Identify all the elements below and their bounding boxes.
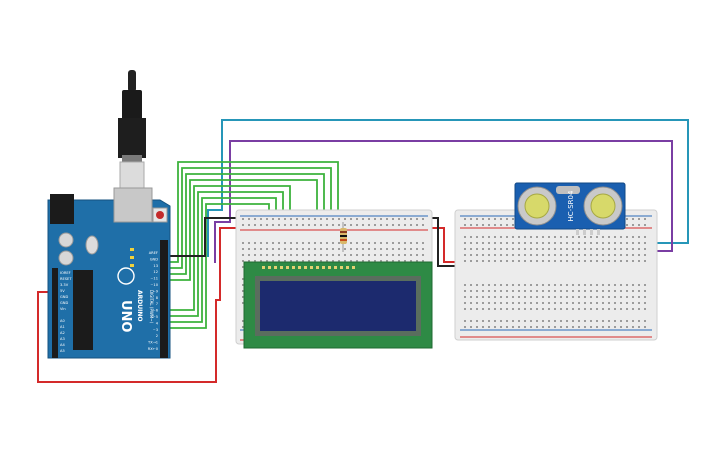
- pin-label: RESET: [60, 277, 72, 281]
- resistor[interactable]: [340, 222, 347, 252]
- lcd-pin: [328, 266, 331, 269]
- usb-cable: [118, 70, 146, 189]
- lcd-pin: [340, 266, 343, 269]
- pin-label: ~9: [153, 289, 159, 293]
- pin-label: AREF: [149, 251, 158, 255]
- pin-label: GND: [60, 295, 68, 299]
- lcd-pin: [316, 266, 319, 269]
- pin-label: A0: [60, 319, 65, 323]
- pin-label: TX→1: [147, 341, 158, 345]
- pin-label: Vin: [60, 307, 66, 311]
- lcd-display[interactable]: [243, 261, 433, 349]
- sensor-transducer-right: [583, 186, 623, 226]
- lcd-pin: [268, 266, 271, 269]
- digital-header: [160, 240, 168, 358]
- lcd-pin: [298, 266, 301, 269]
- pin-label: 13: [153, 264, 158, 268]
- lcd-pin: [352, 266, 355, 269]
- arduino-pin-labels: AREF GND 13 12 ~11 ~10 ~9 8 7 ~6 ~5 4 ~3 2TX→1RX←0: [147, 251, 159, 351]
- arduino-model: UNO: [118, 300, 133, 333]
- red-5v-wire[interactable]: [37, 227, 248, 383]
- lcd-pin: [310, 266, 313, 269]
- pin-label: 7: [156, 302, 158, 306]
- sensor-transducer-left: [517, 186, 557, 226]
- black-gnd-wire[interactable]: [170, 217, 248, 257]
- pin-label: 5V: [60, 289, 65, 293]
- sensor-pins: [576, 229, 600, 235]
- lcd-pins: [262, 266, 355, 269]
- arduino-logo: [117, 267, 135, 285]
- pin-label: 4: [156, 321, 159, 325]
- pin-label: 3.3V: [60, 283, 69, 287]
- pin-label: GND: [60, 301, 68, 305]
- lcd-pin: [292, 266, 295, 269]
- lcd-pin: [262, 266, 265, 269]
- pin-label: A2: [60, 331, 65, 335]
- lcd-pin: [280, 266, 283, 269]
- arduino-power-labels: IOREF RESET 3.3V 5V GND GND Vin: [60, 271, 72, 311]
- pin-label: IOREF: [60, 271, 71, 275]
- lcd-pin: [274, 266, 277, 269]
- pin-label: 8: [156, 296, 159, 300]
- pin-label: ~6: [153, 309, 159, 313]
- lcd-pin: [322, 266, 325, 269]
- lcd-pin: [346, 266, 349, 269]
- pin-label: 2: [156, 334, 158, 338]
- lcd-pin: [286, 266, 289, 269]
- pin-label: ~11: [150, 277, 158, 281]
- pin-label: RX←0: [148, 347, 159, 351]
- atmega-chip: [73, 270, 93, 350]
- pin-label: GND: [150, 257, 158, 261]
- arduino-uno[interactable]: ARDUINO UNO DIGITAL (PWM~) AREF GND 13 12 ~1…: [47, 187, 171, 359]
- pin-label: A1: [60, 325, 65, 329]
- pin-label: ~10: [150, 283, 158, 287]
- pin-label: A4: [60, 343, 65, 347]
- arduino-brand: ARDUINO: [136, 290, 143, 321]
- arduino-leds: [130, 248, 134, 267]
- ultrasonic-sensor[interactable]: HC-SR04: [514, 182, 626, 235]
- arduino-digital-label: DIGITAL (PWM~): [149, 290, 154, 324]
- lcd-pin: [334, 266, 337, 269]
- sensor-label: HC-SR04: [567, 190, 575, 221]
- pin-label: ~3: [153, 328, 158, 332]
- pin-label: A3: [60, 337, 65, 341]
- pin-label: 12: [153, 270, 158, 274]
- pin-label: ~5: [153, 315, 158, 319]
- power-header: [52, 268, 58, 358]
- lcd-pin: [304, 266, 307, 269]
- pin-label: A5: [60, 349, 65, 353]
